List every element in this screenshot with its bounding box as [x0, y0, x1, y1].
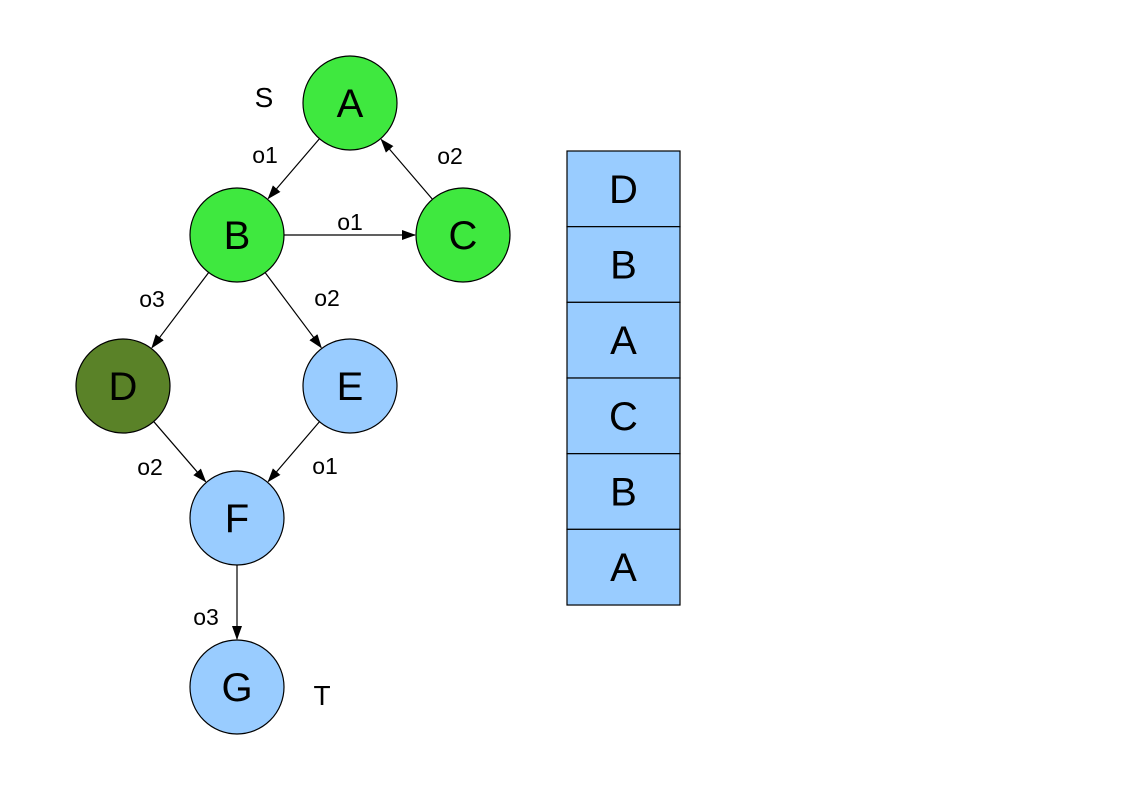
stack-cell-label: B — [610, 471, 637, 515]
stack-cell: C — [566, 377, 681, 455]
node-label-f: F — [225, 497, 249, 541]
edge-label-c-a: o2 — [437, 143, 463, 169]
edge-label-e-f: o1 — [312, 453, 338, 479]
node-circle-e — [302, 338, 398, 434]
node-label-g: G — [221, 666, 252, 710]
node-b: B — [189, 187, 285, 283]
node-circle-b — [189, 187, 285, 283]
stack-cell-box — [566, 377, 681, 455]
node-f: F — [189, 470, 285, 566]
node-label-e: E — [337, 365, 364, 409]
edge-label-f-g: o3 — [193, 604, 219, 630]
edge-b-d — [151, 272, 210, 349]
edge-e-f — [267, 421, 320, 483]
stack-cell: A — [566, 301, 681, 379]
node-c: C — [415, 187, 511, 283]
stack-cell-box — [566, 453, 681, 530]
stack-cell: B — [566, 226, 681, 303]
node-circle-f — [189, 470, 285, 566]
edge-c-a — [380, 138, 433, 200]
stack-cell: A — [566, 528, 681, 606]
stack-cell-label: A — [610, 546, 637, 590]
edge-label-b-d: o3 — [139, 286, 165, 312]
node-label-a: A — [337, 82, 364, 126]
target-node-tag: T — [313, 680, 330, 711]
stack-cell-label: D — [609, 168, 638, 212]
node-label-b: B — [224, 214, 251, 258]
node-label-c: C — [449, 214, 478, 258]
edge-label-d-f: o2 — [137, 454, 163, 480]
node-g: G — [189, 639, 285, 735]
node-a: A — [302, 55, 398, 151]
edge-a-b — [267, 138, 320, 200]
stack-cell-box — [566, 528, 681, 606]
edge-label-b-e: o2 — [314, 285, 340, 311]
edge-label-a-b: o1 — [252, 142, 278, 168]
node-circle-g — [189, 639, 285, 735]
node-e: E — [302, 338, 398, 434]
stack-cell-label: B — [610, 244, 637, 288]
nodes-layer: A B C D E F G — [75, 55, 511, 735]
edges-layer: o1 o1 o2 o3 o2 o2 o1 o3 — [137, 138, 463, 640]
stack-cell-label: A — [610, 319, 637, 363]
node-circle-a — [302, 55, 398, 151]
node-circle-d — [75, 338, 171, 434]
stack-cell: D — [566, 150, 681, 228]
edge-label-b-c: o1 — [337, 209, 363, 235]
node-circle-c — [415, 187, 511, 283]
stack-cell-label: C — [609, 395, 638, 439]
edge-b-e — [264, 272, 322, 349]
edge-d-f — [153, 421, 207, 483]
stack-cell: B — [566, 453, 681, 530]
tags-layer: S T — [255, 82, 331, 711]
stack-cell-box — [566, 150, 681, 228]
start-node-tag: S — [255, 82, 274, 113]
node-label-d: D — [109, 365, 138, 409]
node-d: D — [75, 338, 171, 434]
stack-cell-box — [566, 226, 681, 303]
